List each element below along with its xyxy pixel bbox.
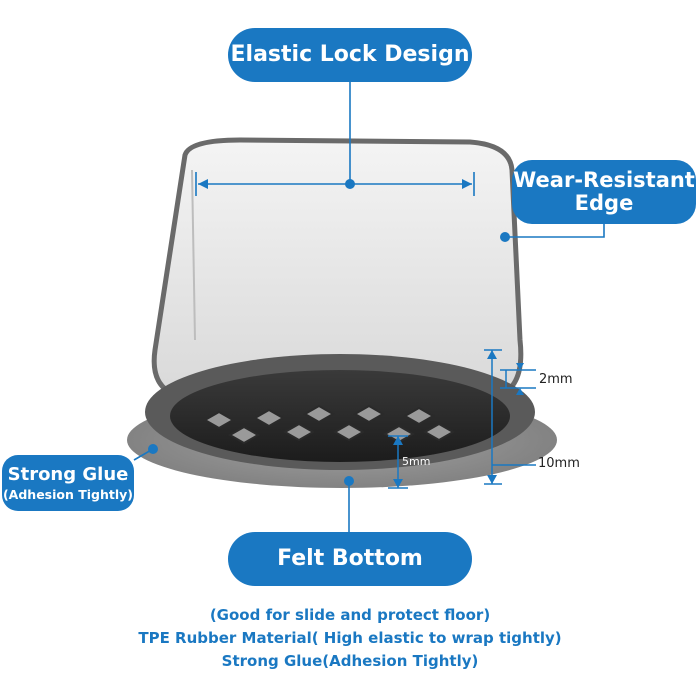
glue-label-line2: (Adhesion Tightly): [2, 486, 134, 502]
dim-10mm: [484, 349, 536, 485]
elastic-wall-inner: [191, 169, 196, 341]
dimension-10mm: 10mm: [538, 456, 580, 471]
dimension-5mm: 5mm: [402, 455, 431, 468]
caption-line-3: Strong Glue(Adhesion Tightly): [221, 652, 479, 670]
felt-leader: [344, 476, 354, 532]
width-arrow: [195, 82, 475, 196]
caption-line-1: (Good for slide and protect floor): [209, 606, 491, 624]
elastic-lock-label: Elastic Lock Design: [228, 28, 472, 82]
elastic-wall: [151, 137, 524, 398]
strong-glue-label: Strong Glue (Adhesion Tightly): [2, 455, 134, 511]
dimension-2mm: 2mm: [539, 372, 573, 387]
dim-2mm: [500, 363, 536, 395]
glue-leader: [133, 444, 158, 461]
felt-bottom-label: Felt Bottom: [228, 532, 472, 586]
dim-5mm: [388, 435, 408, 489]
wear-label-line1: Wear-Resistant: [513, 167, 695, 192]
wear-label-line2: Edge: [574, 191, 634, 215]
grip-studs: [202, 404, 456, 445]
wear-leader: [500, 224, 605, 242]
caption-line-2: TPE Rubber Material( High elastic to wra…: [138, 629, 562, 647]
glue-label-line1: Strong Glue: [7, 463, 129, 485]
inner-base: [170, 370, 510, 462]
wear-resistant-label: Wear-Resistant Edge: [512, 160, 696, 224]
